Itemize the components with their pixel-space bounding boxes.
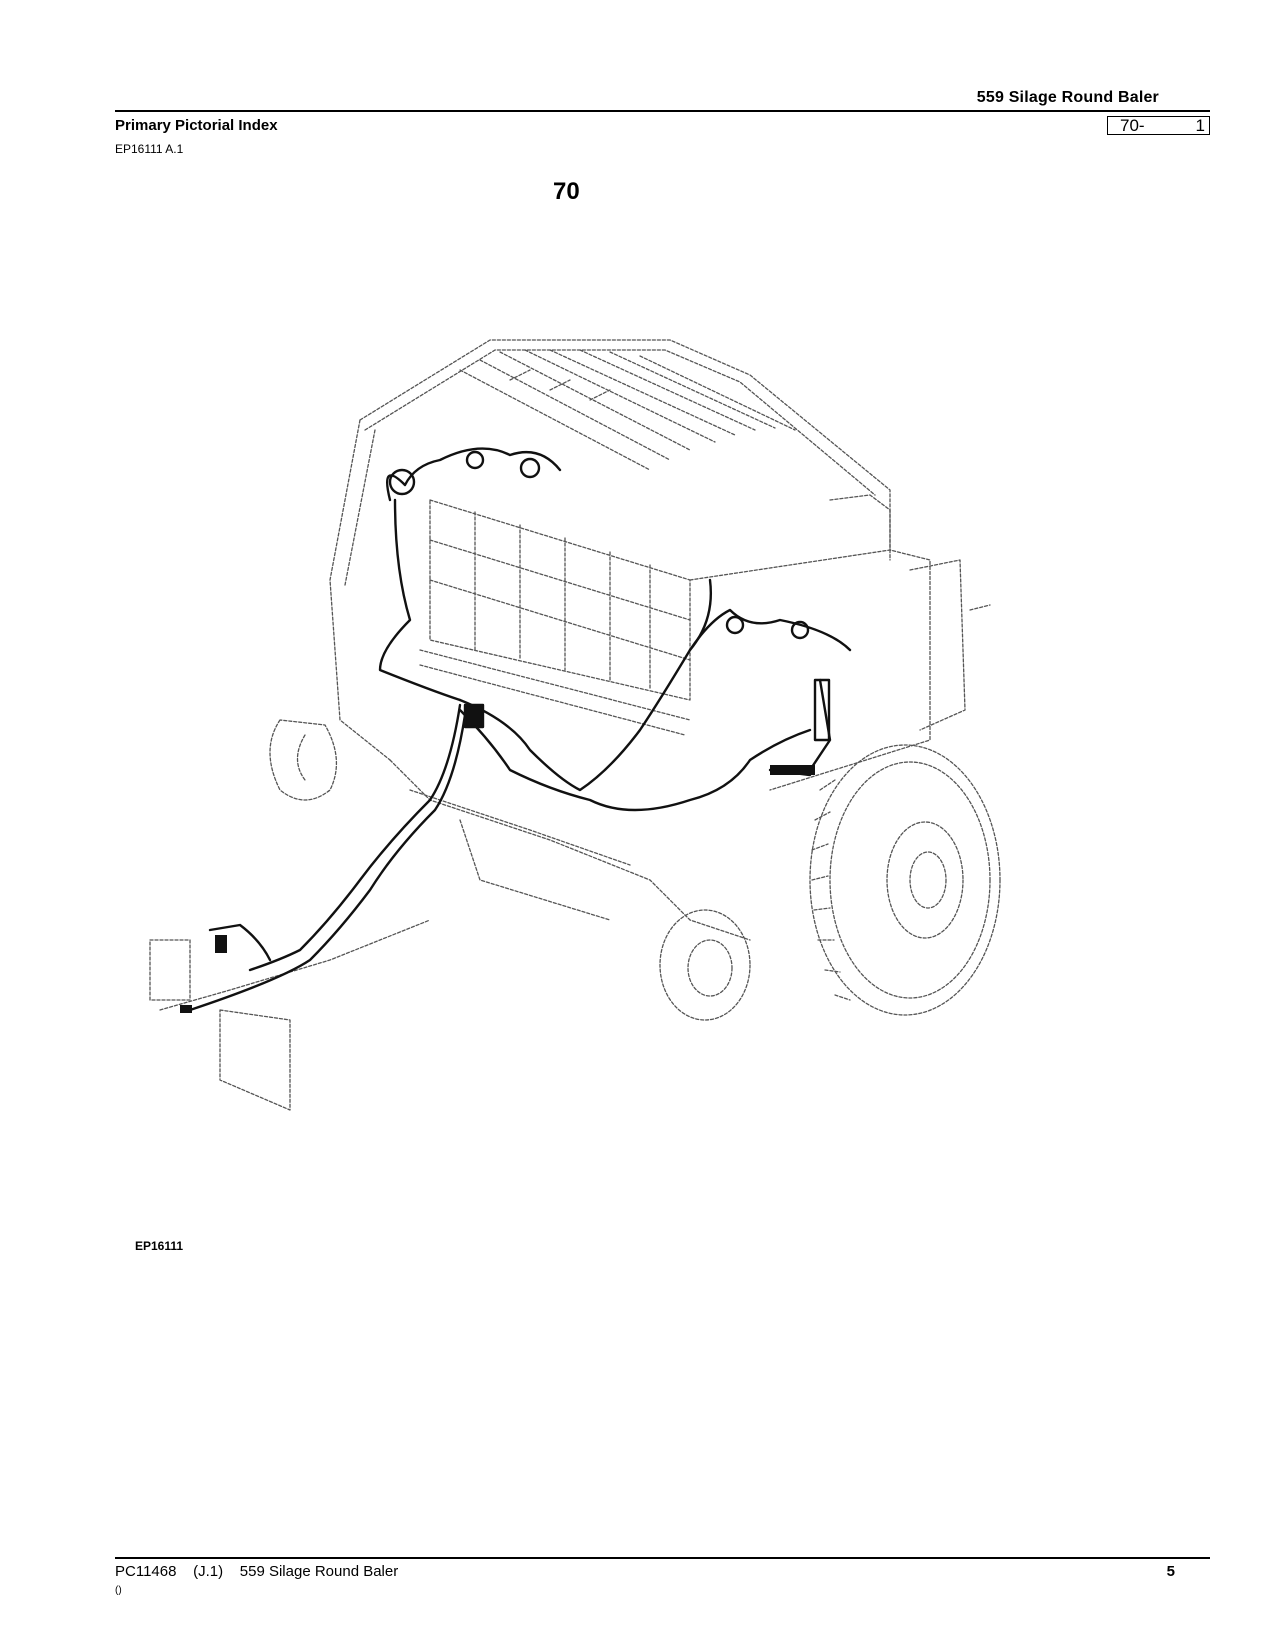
group-number: 70	[553, 178, 580, 205]
tire-outline	[809, 744, 1001, 1016]
illustration-label: EP16111	[135, 1239, 184, 1253]
footer-divider	[115, 1557, 1210, 1559]
manual-title: 559 Silage Round Baler	[976, 89, 1159, 106]
footer-text: PC11468 (J.1) 559 Silage Round Baler	[115, 1563, 399, 1580]
page-group: 70-	[1120, 116, 1145, 135]
footer-page-number: 5	[1166, 1563, 1175, 1580]
page-reference-box: 70- 1	[1107, 116, 1210, 135]
illustration-code: EP16111 A.1	[115, 142, 184, 156]
page-number: 1	[1195, 116, 1205, 135]
wiring-harness	[180, 447, 852, 1013]
section-title: Primary Pictorial Index	[115, 117, 278, 134]
baler-outline	[149, 339, 991, 1111]
baler-wiring-harness-illustration	[149, 339, 1001, 1111]
header-divider	[115, 110, 1210, 112]
footer-subtext: ()	[115, 1585, 122, 1596]
